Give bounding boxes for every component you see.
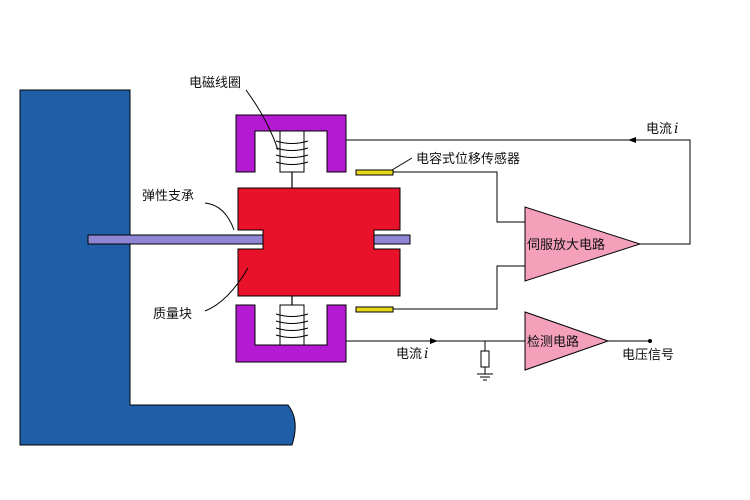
top-magnet-core (279, 130, 305, 173)
top-coil-windings (275, 140, 309, 165)
resistor (480, 350, 490, 368)
sensor-plate-bottom (355, 306, 394, 313)
label-servo-amp: 伺服放大电路 (527, 237, 605, 253)
label-voltage-out: 电压信号 (622, 348, 674, 363)
bottom-electromagnet (235, 304, 347, 363)
output-terminal (648, 339, 652, 343)
proof-mass (237, 187, 401, 297)
label-spring: 弹性支承 (142, 189, 194, 204)
label-mass: 质量块 (153, 307, 192, 322)
current-arrow-top (628, 137, 636, 143)
label-coil: 电磁线圈 (189, 76, 241, 91)
leader-lines (204, 89, 413, 312)
sensor-plate-top (355, 169, 394, 176)
fixed-frame (19, 89, 296, 446)
elastic-support-rod-left (87, 234, 264, 245)
label-detect: 检测电路 (527, 334, 579, 350)
ground-icon (477, 373, 493, 381)
label-sensor: 电容式位移传感器 (416, 151, 520, 167)
elastic-support-rod-right (373, 234, 411, 245)
bottom-magnet-core (279, 304, 305, 346)
current-arrow-bottom (430, 338, 438, 344)
top-electromagnet (235, 114, 347, 173)
servo-amplifier (524, 206, 642, 282)
bottom-coil-windings (275, 313, 309, 338)
